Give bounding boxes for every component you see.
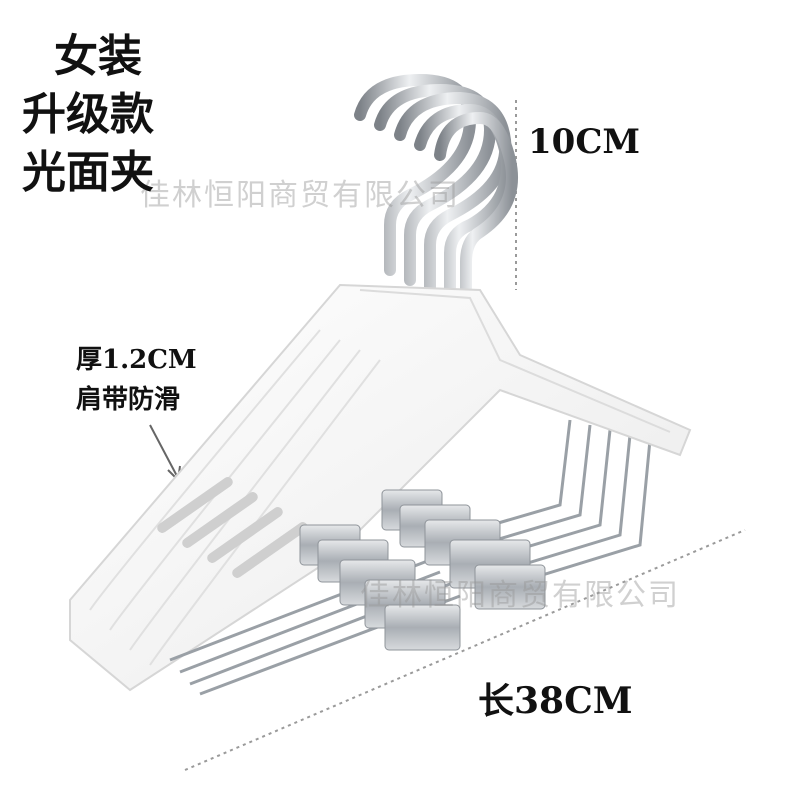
- watermark-top: 佳林恒阳商贸有限公司: [140, 178, 460, 213]
- feature-callout: 厚1.2CM 肩带防滑: [76, 340, 197, 420]
- rear-clip-bar: [439, 419, 652, 590]
- hook-icon: [354, 73, 518, 311]
- title-line-2: 升级款: [22, 89, 154, 140]
- antislip-label: 肩带防滑: [76, 385, 181, 415]
- title-line-1: 女装: [54, 31, 142, 82]
- clip-group-right: [381, 489, 546, 610]
- arrow-icon: [149, 424, 181, 483]
- thickness-label: 厚1.2CM: [76, 345, 197, 375]
- product-title: 女装 升级款 光面夹: [22, 28, 154, 202]
- length-label: 长38CM: [478, 680, 633, 722]
- watermark-bottom: 佳林恒阳商贸有限公司: [360, 578, 680, 613]
- title-line-3: 光面夹: [22, 147, 154, 198]
- height-label: 10CM: [528, 122, 641, 162]
- clip-group-left: [299, 524, 461, 651]
- hanger-stack: [69, 283, 692, 692]
